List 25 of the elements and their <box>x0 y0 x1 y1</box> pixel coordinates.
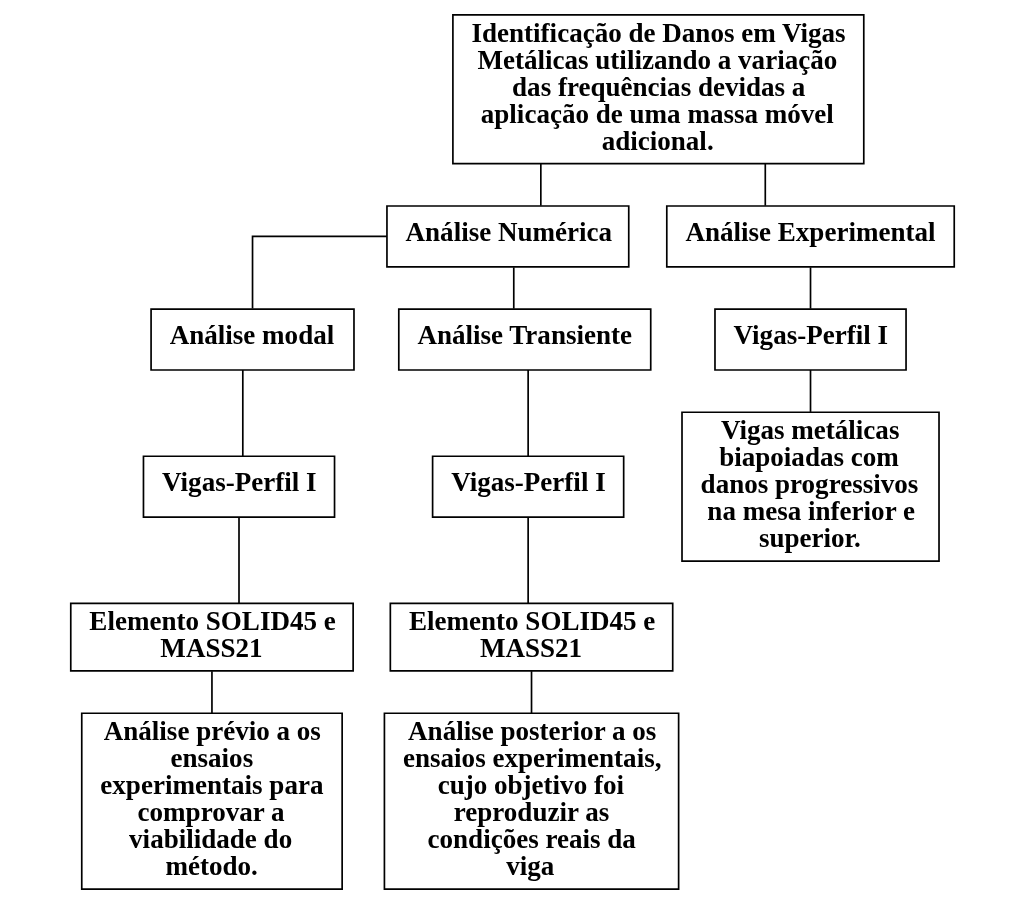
node-box: Vigas-Perfil I <box>714 308 907 371</box>
connector <box>211 670 213 714</box>
node-box: Elemento SOLID45 e MASS21 <box>389 602 674 672</box>
node-box: Análise posterior a os ensaios experimentais, cujo objetivo foi reproduzir as condições reais da viga <box>383 712 680 890</box>
node-box: Análise Experimental <box>665 205 956 268</box>
node-box: Vigas-Perfil I <box>431 455 625 518</box>
node-box: Elemento SOLID45 e MASS21 <box>69 602 354 672</box>
node-box: Análise Transiente <box>397 308 652 371</box>
node-box: Análise modal <box>150 308 355 371</box>
connector <box>527 369 529 458</box>
connector <box>809 266 812 310</box>
connector <box>527 516 529 604</box>
connector <box>809 369 812 413</box>
connector <box>241 369 244 458</box>
connector <box>530 670 533 714</box>
node-box: Análise Numérica <box>386 205 630 268</box>
connector <box>251 235 388 310</box>
node-box: Vigas metálicas biapoiadas com danos progressivos na mesa inferior e superior. <box>681 411 940 562</box>
node-box: Análise prévio a os ensaios experimentais para comprovar a viabilidade do método. <box>80 712 343 890</box>
connector <box>512 266 515 310</box>
node-box: Vigas-Perfil I <box>142 455 336 518</box>
connector <box>539 162 542 207</box>
connector <box>764 162 767 207</box>
node-box: Identificação de Danos em Vigas Metálicas utilizando a variação das frequências devidas a aplicação de uma massa móvel adicional. <box>452 14 865 165</box>
connector <box>238 516 240 604</box>
